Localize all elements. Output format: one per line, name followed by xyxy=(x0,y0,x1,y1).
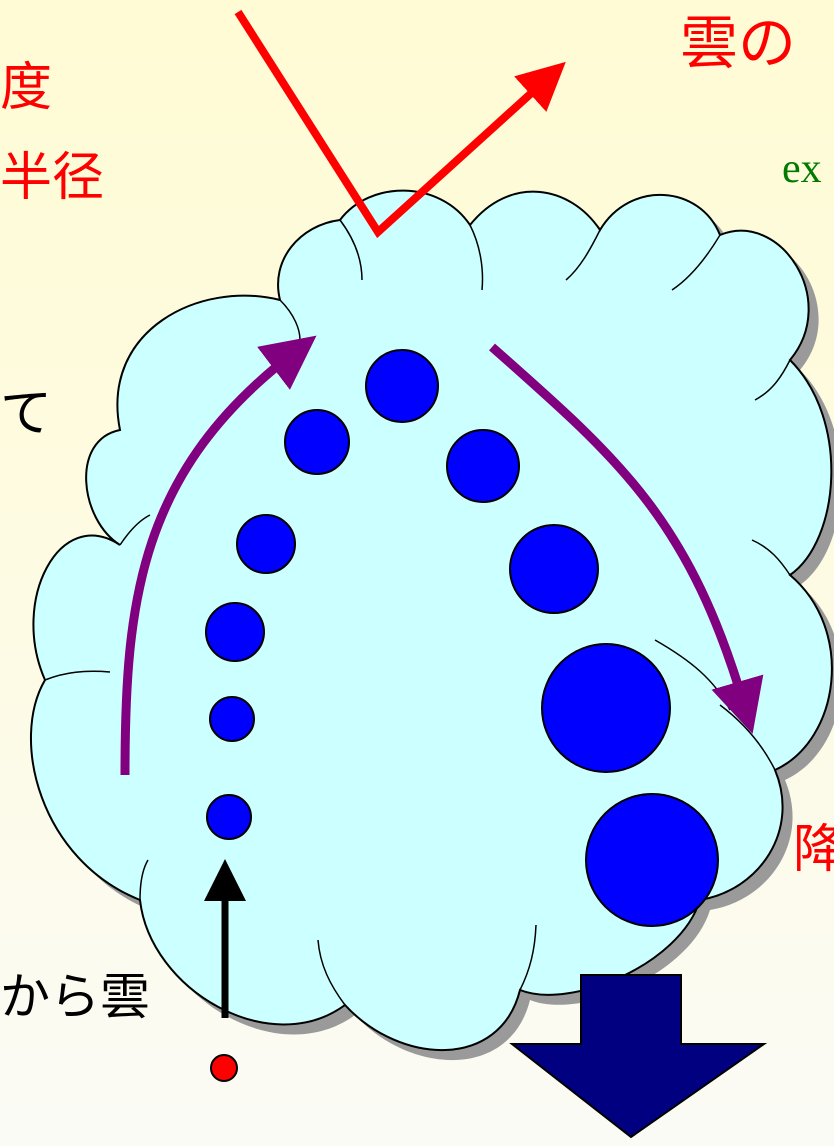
droplet-2 xyxy=(210,697,254,741)
droplet-6 xyxy=(366,350,438,422)
droplet-4 xyxy=(237,515,295,573)
droplet-1 xyxy=(207,795,251,839)
droplet-8 xyxy=(510,525,598,613)
droplet-7 xyxy=(447,430,519,502)
droplet-3 xyxy=(206,603,264,661)
droplet-5 xyxy=(285,410,349,474)
droplet-9 xyxy=(542,644,670,772)
droplet-10 xyxy=(586,794,718,926)
condensation-nucleus xyxy=(211,1055,237,1081)
